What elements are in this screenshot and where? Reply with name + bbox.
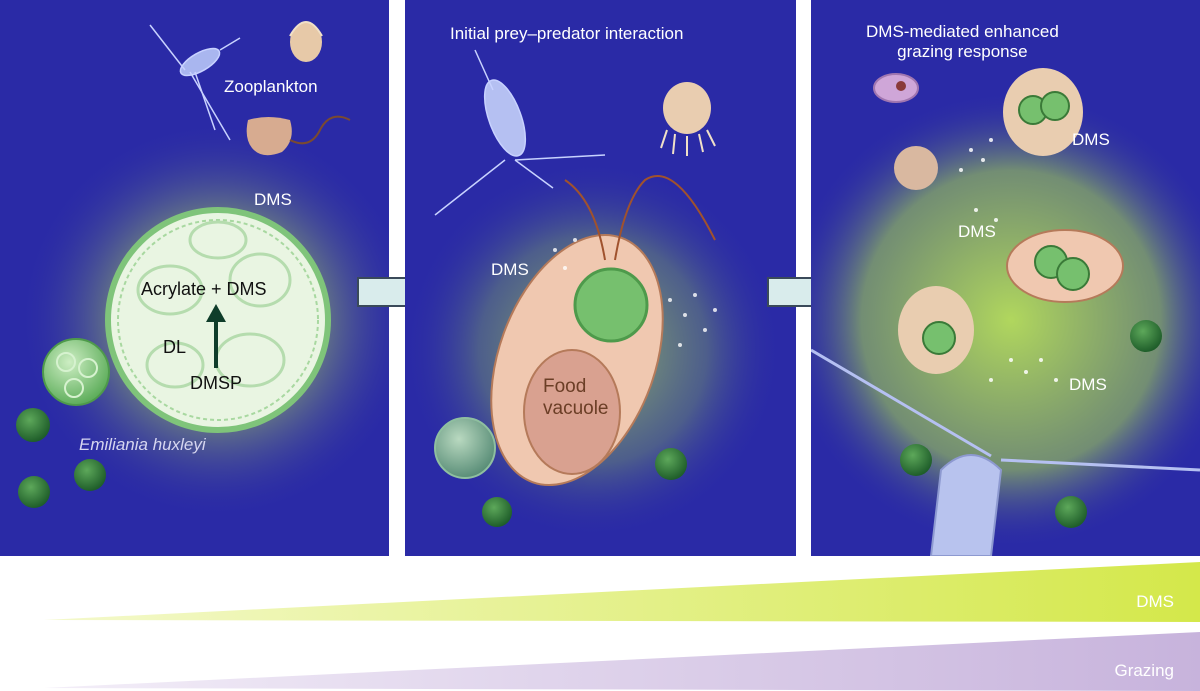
ingested-prey-icon xyxy=(573,267,649,343)
panel-2-art xyxy=(405,49,783,540)
label-acrylate-dms: Acrylate + DMS xyxy=(141,279,267,299)
dinoflagellate-icon xyxy=(873,73,919,103)
label-dms: DMS xyxy=(491,260,529,279)
grazing-bar-label: Grazing xyxy=(1114,661,1174,680)
small-coccolith-icon xyxy=(18,476,50,508)
label-dms-2: DMS xyxy=(958,222,996,241)
label-species: Emiliania huxleyi xyxy=(79,435,206,454)
copepod-icon xyxy=(149,24,241,141)
dinoflagellate-icon xyxy=(246,115,351,156)
dms-gradient-bar xyxy=(44,562,1200,622)
label-dmsp: DMSP xyxy=(190,373,243,393)
small-coccolith-icon xyxy=(42,338,110,406)
label-food-vacuole: Food vacuole xyxy=(543,376,609,419)
panel-3-title: DMS-mediated enhanced grazing response xyxy=(866,22,1059,61)
panel-1-art xyxy=(16,21,389,520)
small-coccolith-icon xyxy=(482,497,512,527)
small-coccolith-icon xyxy=(900,444,932,476)
panel-2-title: Initial prey–predator interaction xyxy=(450,24,684,43)
grazing-gradient-bar xyxy=(44,632,1200,691)
dms-particles xyxy=(959,138,1058,382)
copepod-icon xyxy=(434,49,606,216)
small-coccolith-icon xyxy=(74,459,106,491)
ciliate-icon xyxy=(898,286,974,374)
panel-emiliania: Zooplankton DMS Acrylate + DMS DL DMSP E… xyxy=(0,0,389,556)
dms-glow xyxy=(811,90,1200,550)
small-coccolith-icon xyxy=(1130,320,1162,352)
conversion-arrow-icon xyxy=(206,304,226,368)
label-dl: DL xyxy=(163,337,187,357)
panel-initial-interaction: Initial prey–predator interaction DMS Fo… xyxy=(405,0,796,556)
ciliate-icon xyxy=(289,21,323,62)
label-zooplankton: Zooplankton xyxy=(224,77,318,96)
ciliate-icon xyxy=(660,82,716,156)
small-coccolith-icon xyxy=(16,408,50,442)
dms-bar-label: DMS xyxy=(1136,592,1174,611)
label-dms: DMS xyxy=(254,190,292,209)
small-coccolith-icon xyxy=(655,448,687,480)
panel-enhanced-grazing: DMS-mediated enhanced grazing response D… xyxy=(811,0,1200,556)
copepod-icon xyxy=(811,348,1200,556)
ciliate-icon xyxy=(894,146,938,190)
label-dms-3: DMS xyxy=(1069,375,1107,394)
label-dms-1: DMS xyxy=(1072,130,1110,149)
panel-3-art xyxy=(811,68,1200,556)
dms-particles xyxy=(553,238,717,347)
ciliate-icon xyxy=(1003,68,1083,156)
small-coccolith-icon xyxy=(1055,496,1087,528)
dinoflagellate-icon xyxy=(1006,229,1124,303)
coccolithophore-icon xyxy=(434,417,496,479)
